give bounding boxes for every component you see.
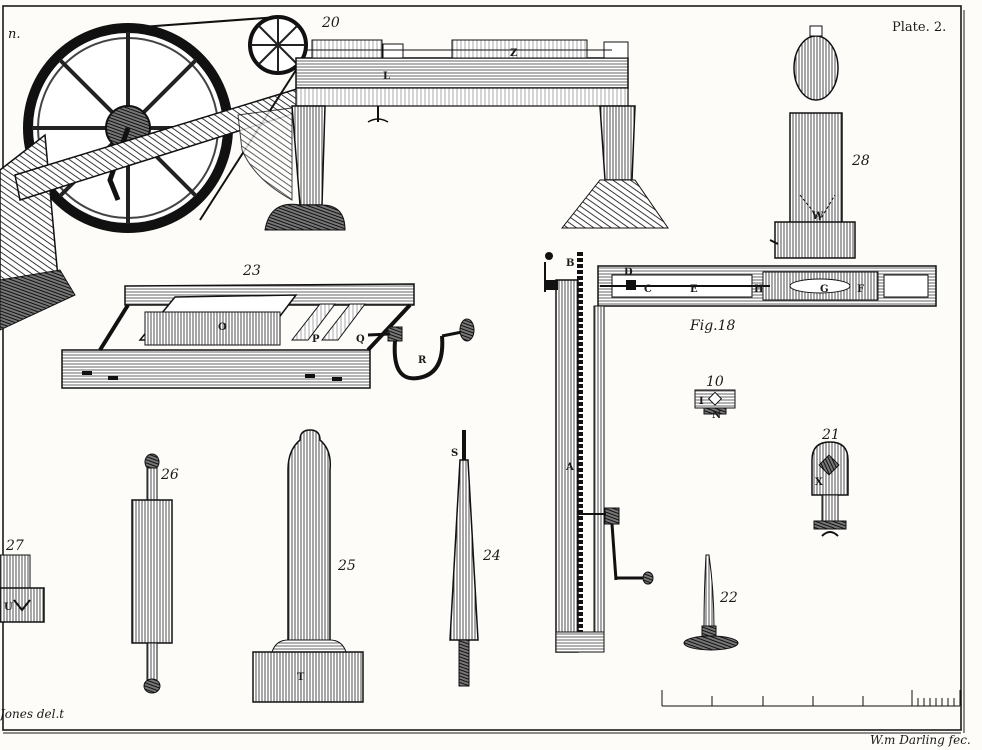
fig24-number: 24: [482, 548, 501, 564]
engraver-signature: W.m Darling fec.: [870, 733, 971, 747]
label-I: I: [699, 396, 704, 407]
label-X: X: [815, 477, 823, 488]
fig20-lathe: [0, 15, 669, 331]
label-O: O: [218, 322, 227, 333]
plate-title: Plate. 2.: [892, 20, 946, 35]
fig26-roller: [131, 453, 173, 694]
plate-border: [2, 5, 965, 734]
fig27-number: 27: [5, 538, 24, 554]
fig23-frame: [61, 283, 475, 389]
fig10-number: 10: [706, 374, 724, 390]
fig24-spindle: [449, 430, 479, 687]
fig18-screw-frame: [544, 252, 937, 653]
fig18-number: Fig.18: [689, 318, 736, 334]
fig21-tool: [811, 441, 849, 537]
label-Q: Q: [356, 334, 365, 345]
fig28-vessel: [769, 25, 856, 259]
label-N: N: [712, 410, 721, 421]
label-B: B: [566, 258, 574, 269]
fig22-pin: [683, 554, 739, 651]
label-U: U: [4, 602, 13, 613]
fig28-number: 28: [851, 153, 870, 169]
scale-bar: [661, 690, 961, 707]
fig23-number: 23: [242, 263, 261, 279]
corner-fragment: n.: [8, 27, 21, 42]
fig26-number: 26: [160, 467, 179, 483]
label-S: S: [451, 448, 458, 459]
fig22-number: 22: [719, 590, 738, 606]
fig27-block: [0, 554, 45, 623]
label-H: H: [754, 284, 763, 295]
label-D: D: [624, 267, 633, 278]
label-W: W: [811, 211, 824, 222]
fig20-number: 20: [321, 15, 340, 31]
label-A: A: [565, 462, 574, 473]
label-T: T: [297, 672, 305, 683]
fig25-mandrel: [252, 429, 364, 703]
label-L: L: [383, 71, 390, 82]
label-C: C: [644, 284, 652, 295]
label-R: R: [418, 355, 427, 366]
fig25-number: 25: [337, 558, 356, 574]
label-P: P: [312, 334, 320, 345]
label-F: F: [857, 284, 864, 295]
label-Z: Z: [510, 48, 517, 59]
label-G: G: [820, 284, 829, 295]
delineator-signature: Jones del.t: [0, 707, 64, 721]
fig21-number: 21: [821, 427, 840, 443]
label-E: E: [690, 284, 698, 295]
fig10-block: [694, 389, 736, 415]
